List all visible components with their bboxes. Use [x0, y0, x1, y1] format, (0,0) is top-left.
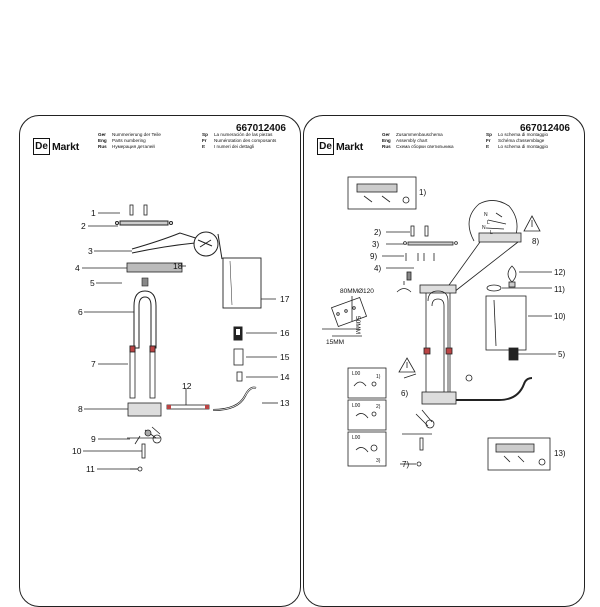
header-text: I numeri dei dettagli: [214, 144, 255, 149]
sheet-header-translations: Ger Nummerierung der Teile Sp La numerac…: [98, 132, 294, 150]
lang-code: Sp: [202, 132, 208, 137]
brand-logo: De Markt: [33, 138, 79, 155]
part-label: 8: [78, 404, 83, 414]
header-text: Schéma d'assemblage: [498, 138, 545, 143]
parts-numbering-sheet: De Markt 667012406 Ger Nummerierung der …: [19, 115, 301, 607]
loop-step: 3): [376, 458, 381, 464]
wire-label: N: [484, 212, 488, 218]
lang-code: Eng: [98, 138, 107, 143]
header-text: Parts numbering: [112, 138, 146, 143]
loop-label: L00: [352, 403, 361, 409]
lang-code: Eng: [382, 138, 391, 143]
step-label: 9): [370, 252, 377, 261]
part-label: 9: [91, 434, 96, 444]
part-label: 10: [72, 446, 82, 456]
lang-code: Fr: [486, 138, 491, 143]
step-label: 1): [419, 188, 426, 197]
lang-code: It: [202, 144, 205, 149]
step-label: 8): [532, 237, 539, 246]
part-label: 16: [280, 328, 290, 338]
parts-diagram: 1 2 3 18 4 5 17 6 16 15 7 14 8 12 13 9 1…: [72, 204, 290, 474]
step-label: 5): [558, 350, 565, 359]
lang-code: Ger: [98, 132, 106, 137]
part-label: 3: [88, 246, 93, 256]
assembly-chart-sheet: De Markt 667012406 Ger Zusammenbauschema…: [303, 115, 585, 607]
header-text: Lo schema di montaggio: [498, 132, 549, 137]
dimension-diameter: Ø120: [358, 288, 374, 295]
dimension-width: 80MM: [340, 288, 358, 295]
loop-label: L00: [352, 435, 361, 441]
part-label: 17: [280, 294, 290, 304]
header-text: Assembly chart: [396, 138, 428, 143]
lang-code: Rus: [382, 144, 391, 149]
header-text: Numérotation des composants: [214, 138, 277, 143]
part-label: 15: [280, 352, 290, 362]
step-label: 7): [402, 460, 409, 469]
step-label: 10): [554, 312, 566, 321]
header-text: Lo schema di montaggio: [498, 144, 549, 149]
header-text: La numeración de las piezas: [214, 132, 273, 137]
part-label: 6: [78, 307, 83, 317]
header-row: Ger Nummerierung der Teile Sp La numerac…: [98, 132, 294, 138]
header-row: Ger Zusammenbauschema Sp Lo schema di mo…: [382, 132, 578, 138]
part-label: 1: [91, 208, 96, 218]
header-row: Eng Parts numbering Fr Numérotation des …: [98, 138, 294, 144]
part-label: 18: [173, 261, 183, 271]
part-label: 13: [280, 398, 290, 408]
brand-logo: De Markt: [317, 138, 363, 155]
header-text: Нумерация деталей: [112, 144, 155, 149]
loop-label: L00: [352, 371, 361, 377]
brand-logo-text: Markt: [52, 140, 80, 153]
lang-code: Rus: [98, 144, 107, 149]
lang-code: Fr: [202, 138, 207, 143]
brand-logo-text: Markt: [336, 140, 364, 153]
part-label: 5: [90, 278, 95, 288]
step-label: 3): [372, 240, 379, 249]
sheet-header-translations: Ger Zusammenbauschema Sp Lo schema di mo…: [382, 132, 578, 150]
wire-label: L: [487, 220, 490, 226]
brand-logo-box: De: [317, 138, 334, 155]
part-label: 2: [81, 221, 86, 231]
lang-code: Ger: [382, 132, 390, 137]
wire-label: N: [482, 225, 486, 231]
part-label: 14: [280, 372, 290, 382]
header-row: Rus Нумерация деталей It I numeri dei de…: [98, 144, 294, 150]
loop-step: 1): [376, 374, 381, 380]
header-row: Eng Assembly chart Fr Schéma d'assemblag…: [382, 138, 578, 144]
step-label: 11): [554, 285, 565, 294]
part-label: 11: [86, 464, 95, 474]
brand-logo-box: De: [33, 138, 50, 155]
lang-code: It: [486, 144, 489, 149]
header-text: Схема сборки светильника: [396, 144, 454, 149]
header-text: Zusammenbauschema: [396, 132, 443, 137]
wire-label: L: [490, 230, 493, 236]
part-label: 7: [91, 359, 96, 369]
step-label: 2): [374, 228, 381, 237]
product-code: 667012406: [519, 123, 570, 134]
step-label: 13): [554, 449, 566, 458]
assembly-diagram: 1) 2) 3) 9) 4) 8) 12) 11) 10) 5) 6) 7) 1…: [322, 176, 566, 471]
step-label: 12): [554, 268, 566, 277]
part-label: 4: [75, 263, 80, 273]
header-row: Rus Схема сборки светильника It Lo schem…: [382, 144, 578, 150]
lang-code: Sp: [486, 132, 492, 137]
header-text: Nummerierung der Teile: [112, 132, 161, 137]
product-code: 667012406: [235, 123, 286, 134]
dimension-height: 50MM: [354, 316, 361, 334]
step-label: 6): [401, 389, 408, 398]
step-label: 4): [374, 264, 381, 273]
dimension-depth: 15MM: [326, 339, 344, 346]
loop-step: 2): [376, 404, 381, 410]
part-label: 12: [182, 381, 192, 391]
